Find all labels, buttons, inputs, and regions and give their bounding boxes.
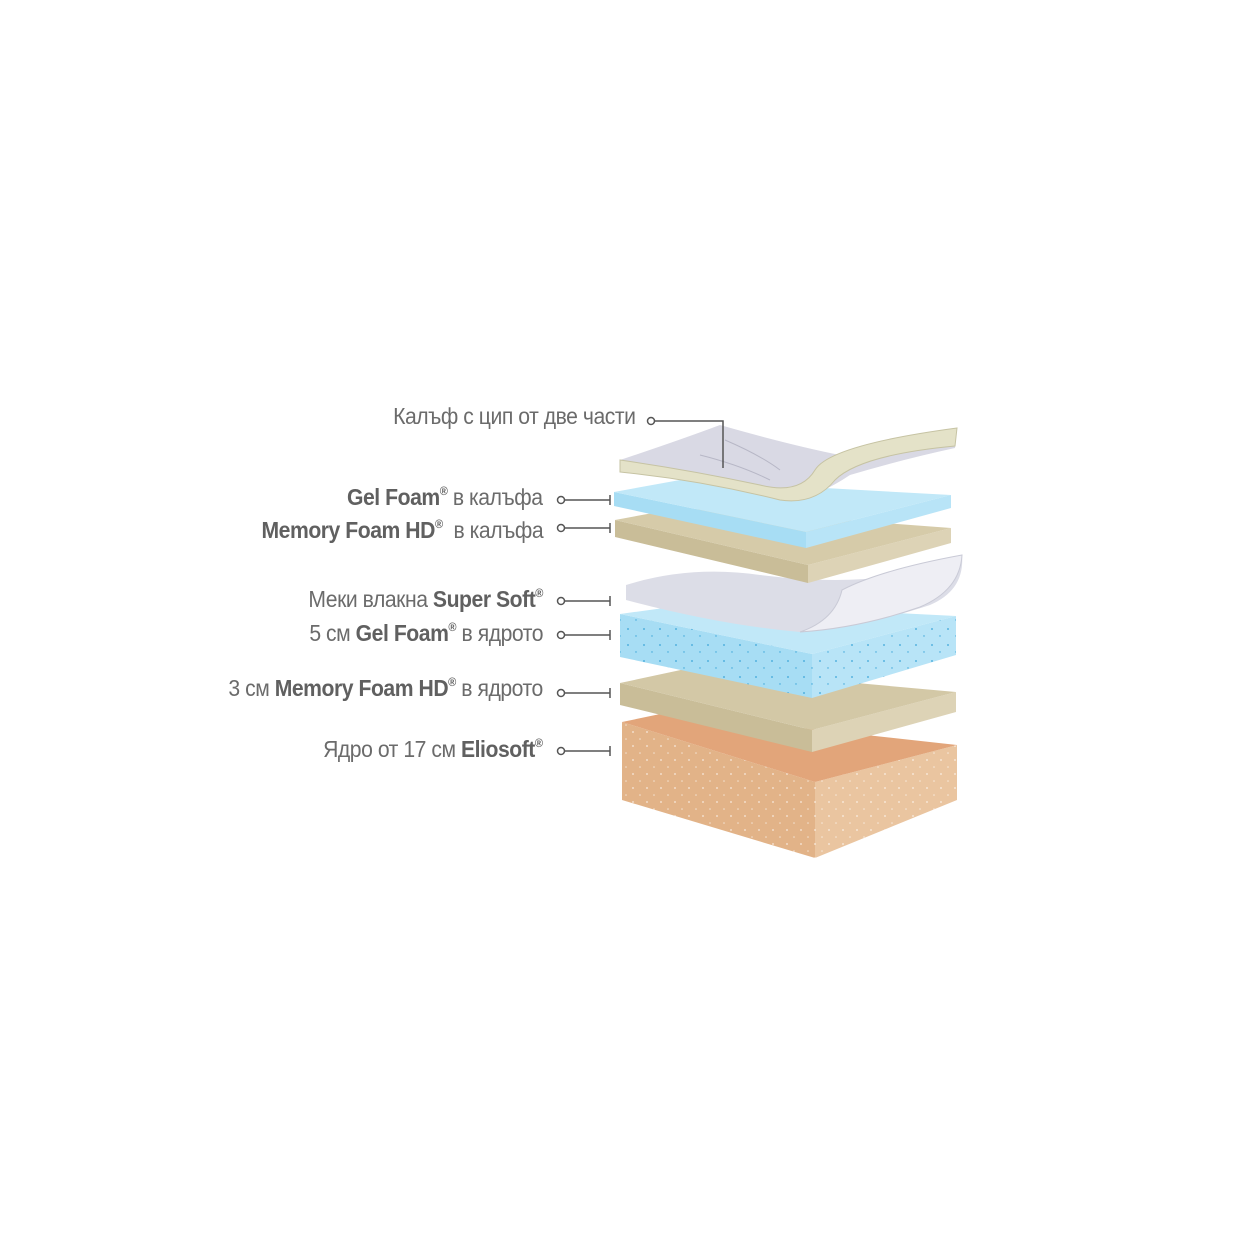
layer-super-soft-fiber (626, 554, 963, 633)
label-cover: Калъф с цип от две части (392, 403, 636, 430)
label-text: Ядро от 17 см (323, 736, 462, 762)
label-gel-foam-core: 5 см Gel Foam® в ядрото (309, 620, 543, 647)
registered-mark: ® (535, 586, 543, 600)
label-bold: Gel Foam (347, 484, 441, 510)
label-memory-foam-core: 3 см Memory Foam HD® в ядрото (228, 675, 544, 702)
layer-eliosoft-core (622, 713, 957, 858)
layer-gel-foam-cover (614, 480, 951, 548)
registered-mark: ® (440, 484, 448, 498)
label-text: в ядрото (456, 620, 543, 646)
label-bold: Memory Foam HD (261, 517, 435, 543)
label-text: в калъфа (447, 484, 543, 510)
registered-mark: ® (448, 620, 457, 634)
label-text: 5 см (309, 620, 356, 646)
label-bold: Super Soft (432, 586, 536, 612)
leader-lines (556, 416, 724, 756)
registered-mark: ® (535, 736, 543, 750)
label-text: Калъф с цип от две части (392, 403, 636, 429)
registered-mark: ® (434, 517, 443, 531)
label-text: в калъфа (442, 517, 543, 543)
label-bold: Memory Foam HD (274, 675, 449, 701)
label-gel-foam-cover: Gel Foam® в калъфа (347, 484, 543, 511)
label-text: 3 см (228, 675, 275, 701)
label-bold: Gel Foam (355, 620, 449, 646)
layer-memory-foam-core (620, 668, 956, 752)
label-eliosoft-core: Ядро от 17 см Eliosoft® (323, 736, 544, 763)
label-memory-foam-cover: Memory Foam HD® в калъфа (261, 517, 543, 544)
label-text: в ядрото (456, 675, 543, 701)
label-text: Меки влакна (308, 586, 433, 612)
layer-zip-cover (619, 425, 958, 502)
label-bold: Eliosoft (461, 736, 536, 762)
registered-mark: ® (448, 675, 457, 689)
label-super-soft: Меки влакна Super Soft® (308, 586, 543, 613)
